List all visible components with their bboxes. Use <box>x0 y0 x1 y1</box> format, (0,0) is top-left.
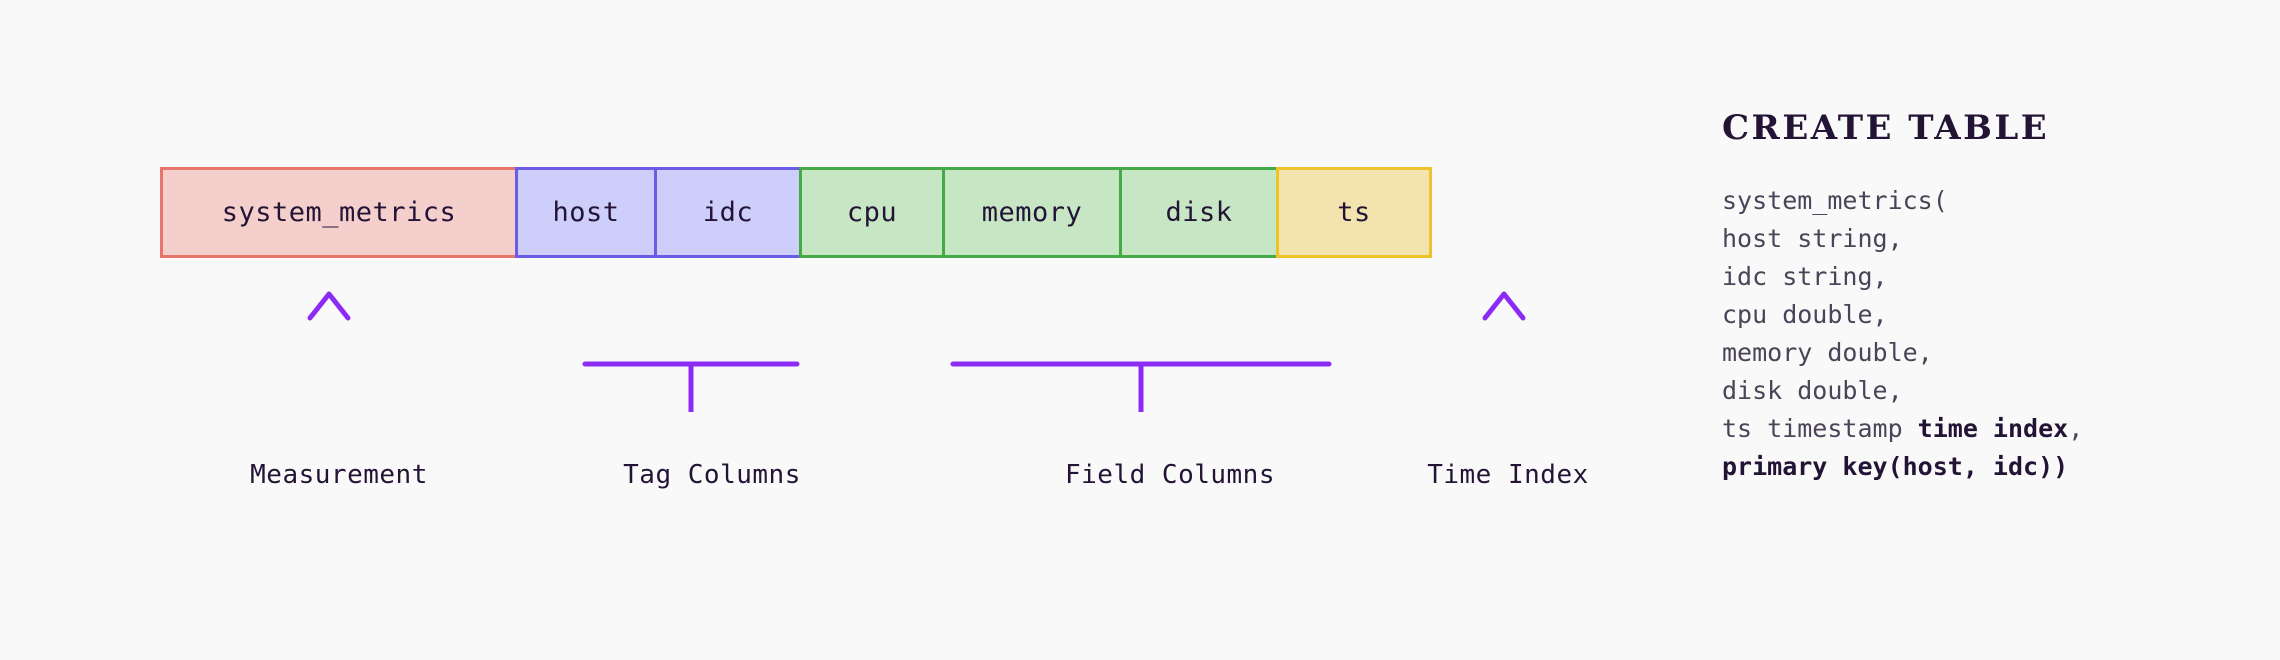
schema-cell-idc: idc <box>654 167 802 258</box>
caption-time-index: Time Index <box>1427 460 1589 490</box>
schema-cell-cpu: cpu <box>799 167 945 258</box>
caption-measurement: Measurement <box>250 460 428 490</box>
schema-cell-label: host <box>552 197 620 228</box>
sql-keyword: time index <box>1917 414 2069 443</box>
caption-tag-columns: Tag Columns <box>623 460 801 490</box>
time-index-arrow-icon <box>1482 291 1526 415</box>
schema-cell-measurement: system_metrics <box>160 167 518 258</box>
field-columns-bracket-icon <box>950 298 1332 412</box>
sql-text: memory double, <box>1722 338 1933 367</box>
sql-text: idc string, <box>1722 262 1888 291</box>
sql-statement: system_metrics( host string, idc string,… <box>1722 182 2242 486</box>
schema-cell-label: idc <box>702 197 754 228</box>
schema-strip: system_metrics host idc cpu memory disk … <box>160 167 1432 258</box>
measurement-arrow-icon <box>307 291 351 415</box>
schema-cell-label: cpu <box>846 197 898 228</box>
sql-text: disk double, <box>1722 376 1903 405</box>
sql-title: CREATE TABLE <box>1722 108 2050 148</box>
schema-cell-label: disk <box>1165 197 1233 228</box>
caption-field-columns: Field Columns <box>1065 460 1275 490</box>
sql-keyword: primary key(host, idc)) <box>1722 452 2069 481</box>
schema-cell-ts: ts <box>1276 167 1432 258</box>
schema-cell-label: ts <box>1337 197 1371 228</box>
sql-text: ts timestamp <box>1722 414 1918 443</box>
schema-cell-label: memory <box>981 197 1083 228</box>
tag-columns-bracket-icon <box>582 298 800 412</box>
sql-text: cpu double, <box>1722 300 1888 329</box>
schema-cell-disk: disk <box>1119 167 1279 258</box>
sql-text: host string, <box>1722 224 1903 253</box>
sql-panel: CREATE TABLE system_metrics( host string… <box>1722 108 2242 486</box>
sql-text: system_metrics( <box>1722 186 1948 215</box>
schema-cell-memory: memory <box>942 167 1122 258</box>
schema-cell-host: host <box>515 167 657 258</box>
schema-cell-label: system_metrics <box>221 197 457 228</box>
sql-text: , <box>2068 414 2084 443</box>
